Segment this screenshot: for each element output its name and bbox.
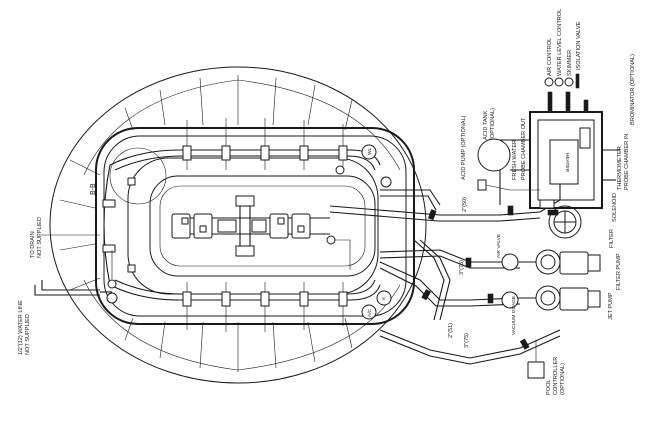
seat-step (159, 185, 366, 267)
tag-ac: A/C (367, 308, 373, 317)
filter-label: FILTER (609, 229, 615, 248)
pool-controller-label-2: CONTROLLER (553, 357, 559, 395)
legend: AIR CONTROL WATER LEVEL CONTROL SKIMMER … (544, 9, 582, 89)
probe-chamber-out-label: PROBE CHAMBER OUT (521, 117, 527, 180)
jets-left (102, 177, 136, 273)
fresh-water-label: FRESH WATER (512, 140, 518, 180)
thermometer-label: THERMOMETER (617, 146, 623, 190)
jet-pump (535, 285, 601, 311)
jet-manifold-bottom (109, 284, 381, 301)
air-valve-label: AIR VALVE (496, 234, 502, 258)
acid-line (485, 184, 540, 191)
acid-pump-label: ACID PUMP (OPTIONAL) (461, 115, 467, 180)
acid-pump (477, 179, 487, 191)
drain-label: TO DRAIN (30, 231, 36, 258)
brominator-label: BROMINATOR (OPTIONAL) (630, 54, 636, 125)
tag-s: S (382, 296, 385, 302)
spa-shell (95, 127, 415, 325)
tag-wl: WL (367, 147, 373, 155)
floor-grid (171, 195, 351, 270)
water-line-label-2: NOT SUPPLIED (25, 314, 31, 355)
legend-water-level: WATER LEVEL CONTROL (557, 9, 563, 76)
pipe-2-50-label: 2"(50) (462, 197, 468, 212)
jets-top (182, 118, 348, 170)
acid-tank-label: ACID TANK (483, 110, 489, 140)
vacuum-guage (501, 291, 519, 309)
deck-beams (59, 75, 353, 372)
heater-label: HEATER (564, 153, 570, 173)
rack-valves (547, 91, 589, 216)
pipe-3-75b-label: 3"(75) (464, 333, 470, 348)
jet-pump-label: JET PUMP (608, 292, 614, 320)
water-line-label: 1/2"(12) WATER LINE (18, 300, 24, 355)
section-label: B-B (90, 183, 97, 195)
shell-devices-right (335, 144, 392, 320)
filter-pump (535, 249, 601, 275)
pool-controller-label: POOL (546, 379, 552, 395)
legend-skimmer: SKIMMER (567, 50, 573, 76)
pool-footwell (149, 175, 376, 277)
drain-label-2: NOT SUPPLIED (37, 217, 43, 258)
filter-pump-label: FILTER PUMP (616, 253, 622, 290)
acid-tank (477, 138, 511, 172)
water-line-inlet (34, 250, 118, 304)
probe-chamber-in-label: PROBE CHAMBER IN (624, 134, 630, 190)
section-b-b-circle (109, 147, 167, 205)
acid-tank-label-2: (OPTIONAL) (490, 108, 496, 140)
pool-controller-box (527, 361, 545, 379)
legend-air-control: AIR CONTROL (547, 38, 553, 76)
jet-manifold-bottom-inner (114, 279, 376, 295)
jet-manifold-top-inner (114, 155, 376, 171)
pool-controller-label-3: (OPTIONAL) (560, 363, 566, 395)
outer-deck-oval (49, 66, 427, 384)
isolation-valves (421, 205, 530, 350)
solenoid-label: SOLENOID (612, 193, 618, 222)
jets-bottom (182, 282, 348, 332)
pipe-3-75-label: 3"(75) (459, 260, 465, 275)
vacuum-guage-label: VACUUM GUAGE (511, 296, 517, 335)
air-valve (501, 253, 519, 271)
pipe-2-51-label: 2"(51) (448, 323, 454, 338)
jet-manifold-left (103, 164, 111, 286)
legend-isolation-valve: ISOLATION VALVE (576, 22, 582, 70)
